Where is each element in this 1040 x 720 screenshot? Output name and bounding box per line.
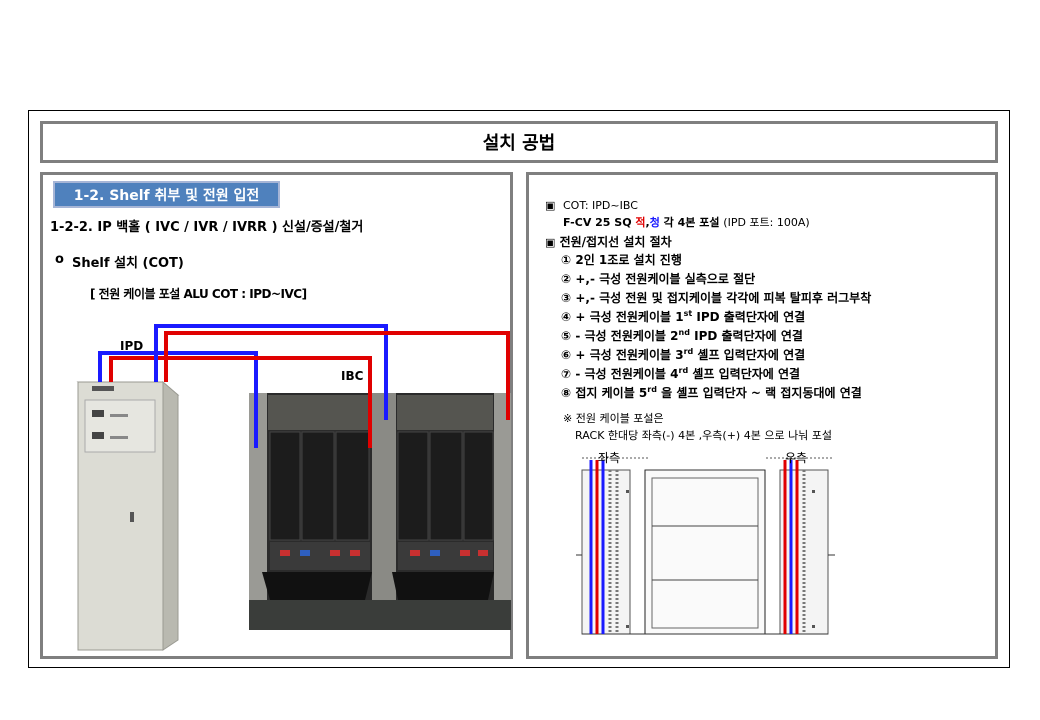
step-number: ④ xyxy=(561,310,572,324)
step-text-tail: 셸프 입력단자에 연결 xyxy=(688,367,801,381)
rack-cables xyxy=(589,460,799,634)
step-text-tail: 셸프 입력단자에 연결 xyxy=(693,348,806,362)
cable-red-label: 적 xyxy=(635,216,646,229)
step-4: ④ + 극성 전원케이블 1st IPD 출력단자에 연결 xyxy=(561,308,805,325)
step-sup: rd xyxy=(683,347,694,356)
step-text: 접지 케이블 5 xyxy=(575,386,648,400)
section2-line: ▣ 전원/접지선 설치 절차 xyxy=(545,233,672,250)
step-sup: nd xyxy=(678,328,690,337)
cable-spec: F-CV 25 SQ xyxy=(563,216,636,229)
step-sup: st xyxy=(683,309,693,318)
page-title: 설치 공법 xyxy=(40,121,998,163)
cable-count: 각 4본 포설 xyxy=(659,216,724,229)
step-number: ⑥ xyxy=(561,348,572,362)
step-6: ⑥ + 극성 전원케이블 3rd 셸프 입력단자에 연결 xyxy=(561,346,805,363)
label-left-side: 좌측 xyxy=(598,451,621,465)
marker-2: ▣ xyxy=(545,236,556,249)
step-3: ③ +,- 극성 전원 및 접지케이블 각각에 피복 탈피후 러그부착 xyxy=(561,289,871,306)
ipd-port-note: (IPD 포트: 100A) xyxy=(723,216,810,229)
step-number: ⑤ xyxy=(561,329,572,343)
remark-line-2: RACK 한대당 좌측(-) 4본 ,우측(+) 4본 으로 나눠 포설 xyxy=(575,429,833,442)
step-sup: rd xyxy=(678,366,689,375)
step-text: +,- 극성 전원 및 접지케이블 각각에 피복 탈피후 러그부착 xyxy=(575,291,872,305)
cable-note: [ 전원 케이블 포설 ALU COT : IPD~IVC] xyxy=(90,287,307,301)
cable-blue-label: 청 xyxy=(649,216,660,229)
step-text: 2인 1조로 설치 진행 xyxy=(575,253,682,267)
step-7: ⑦ - 극성 전원케이블 4rd 셸프 입력단자에 연결 xyxy=(561,365,800,382)
cable-spec-line: F-CV 25 SQ 적,청 각 4본 포설 (IPD 포트: 100A) xyxy=(563,214,810,230)
step-text: +,- 극성 전원케이블 실측으로 절단 xyxy=(575,272,756,286)
bullet-text: Shelf 설치 (COT) xyxy=(72,256,184,271)
step-text: - 극성 전원케이블 2 xyxy=(575,329,679,343)
section2-title: 전원/접지선 설치 절차 xyxy=(559,235,672,249)
step-number: ① xyxy=(561,253,572,267)
step-text: + 극성 전원케이블 3 xyxy=(575,348,684,362)
power-cables xyxy=(98,324,510,448)
rack-photo xyxy=(249,393,511,630)
remark-mark: ※ xyxy=(563,412,573,425)
ipd-cabinet xyxy=(76,380,180,651)
step-number: ⑧ xyxy=(561,386,572,400)
step-text: + 극성 전원케이블 1 xyxy=(575,310,684,324)
cable-comma: , xyxy=(645,216,650,229)
step-text-tail: IPD 출력단자에 연결 xyxy=(692,310,806,324)
step-text-tail: 을 셸프 입력단자 ~ 랙 접지동대에 연결 xyxy=(656,386,862,400)
step-2: ② +,- 극성 전원케이블 실측으로 절단 xyxy=(561,270,755,287)
label-right-side: 우측 xyxy=(785,451,808,465)
marker-1: ▣ xyxy=(545,199,556,212)
step-8: ⑧ 접지 케이블 5rd 을 셸프 입력단자 ~ 랙 접지동대에 연결 xyxy=(561,384,862,401)
step-text-tail: IPD 출력단자에 연결 xyxy=(689,329,803,343)
left-panel xyxy=(40,172,513,659)
step-number: ③ xyxy=(561,291,572,305)
label-ibc: IBC xyxy=(341,369,364,383)
right-panel xyxy=(526,172,998,659)
step-sup: rd xyxy=(647,385,657,394)
label-ipd: IPD xyxy=(120,339,144,353)
subtitle: 1-2-2. IP 백홀 ( IVC / IVR / IVRR ) 신설/증설/… xyxy=(50,220,364,235)
remark-text: 전원 케이블 포설은 xyxy=(575,412,664,425)
step-1: ① 2인 1조로 설치 진행 xyxy=(561,251,682,268)
bullet-marker: o xyxy=(55,252,64,267)
section-tag: 1-2. Shelf 취부 및 전원 입전 xyxy=(53,181,280,208)
cot-line: COT: IPD~IBC xyxy=(563,199,638,212)
remark-line-1: ※ 전원 케이블 포설은 xyxy=(563,410,664,426)
step-number: ② xyxy=(561,272,572,286)
step-text: - 극성 전원케이블 4 xyxy=(575,367,679,381)
slide-frame xyxy=(28,110,1010,668)
step-5: ⑤ - 극성 전원케이블 2nd IPD 출력단자에 연결 xyxy=(561,327,803,344)
step-number: ⑦ xyxy=(561,367,572,381)
